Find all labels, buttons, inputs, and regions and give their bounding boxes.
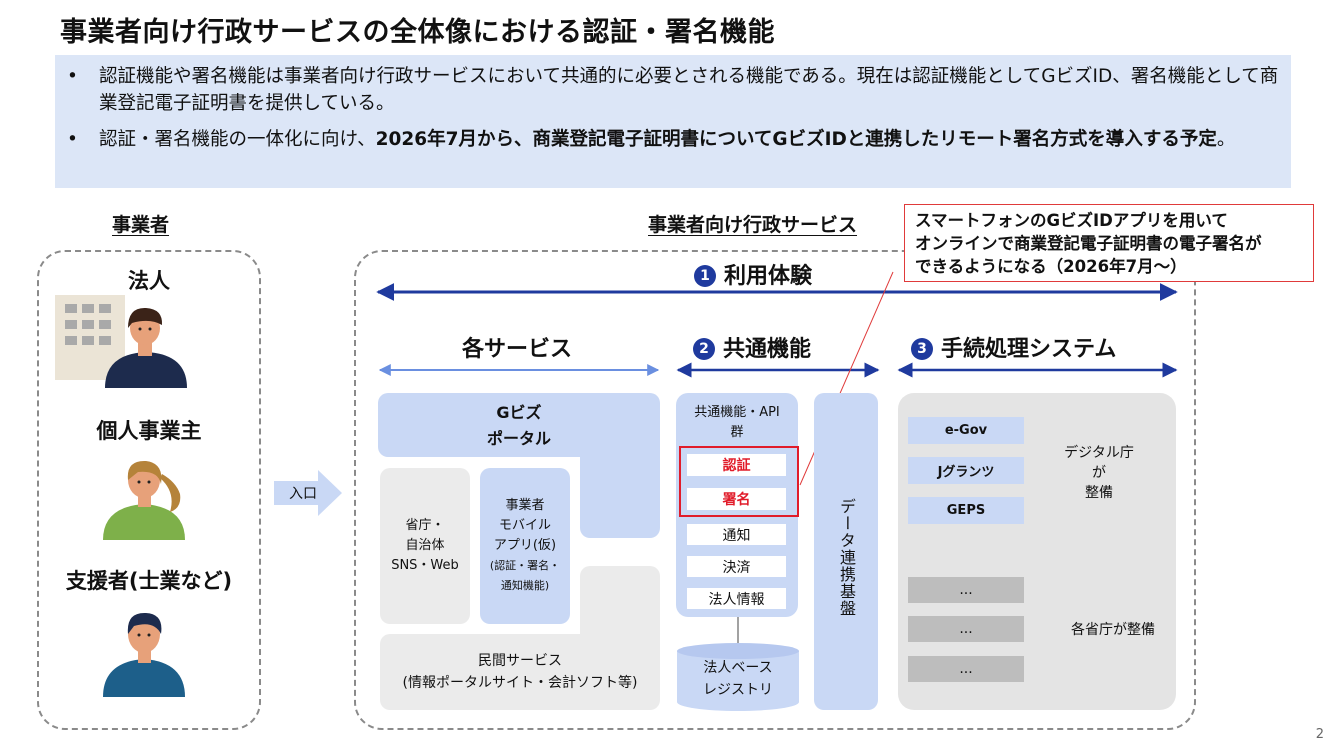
gov-sns-box: 省庁・ 自治体 SNS・Web bbox=[380, 468, 470, 624]
private-services-line-2: (情報ポータルサイト・会計ソフト等) bbox=[402, 675, 638, 691]
registry-label: 法人ベース レジストリ bbox=[676, 656, 800, 702]
private-services-line-1: 民間サービス bbox=[478, 653, 562, 669]
summary-box: • 認証機能や署名機能は事業者向け行政サービスにおいて共通的に必要とされる機能で… bbox=[55, 55, 1291, 188]
bullet-icon: • bbox=[67, 66, 78, 87]
business-header: 事業者 bbox=[112, 214, 170, 236]
services-heading: 各サービス bbox=[462, 337, 573, 362]
business-panel bbox=[37, 250, 261, 730]
system-geps: GEPS bbox=[908, 497, 1024, 524]
mobile-app-line-1: 事業者 bbox=[505, 498, 545, 513]
gov-sns-line-2: 自治体 bbox=[405, 538, 445, 553]
data-platform-label: データ連携基盤 bbox=[837, 498, 856, 617]
page-number: 2 bbox=[1315, 727, 1324, 742]
auth-sign-highlight bbox=[679, 446, 799, 517]
step-2-badge: 2 bbox=[693, 338, 715, 360]
auth-item: 認証 bbox=[687, 454, 786, 476]
procedure-label: 手続処理システム bbox=[941, 337, 1117, 362]
entrance-arrow-icon bbox=[274, 470, 342, 516]
common-heading: 2 共通機能 bbox=[693, 331, 811, 363]
procedure-heading: 3 手続処理システム bbox=[911, 331, 1116, 363]
private-services-box-extension bbox=[580, 566, 660, 646]
mobile-app-line-3: アプリ(仮) bbox=[493, 538, 557, 553]
registry-database-icon bbox=[677, 643, 799, 711]
mobile-app-line-2: モバイル bbox=[498, 518, 551, 533]
bullet-icon: • bbox=[67, 129, 78, 150]
page-title: 事業者向け行政サービスの全体像における認証・署名機能 bbox=[60, 17, 775, 48]
common-api-label: 共通機能・API 群 bbox=[676, 403, 798, 443]
ministries-label: 各省庁が整備 bbox=[1071, 622, 1155, 638]
entrance-label: 入口 bbox=[289, 486, 317, 502]
gbiz-portal-label: Gビズ ポータル bbox=[378, 398, 660, 454]
summary-text-2-post: 。 bbox=[1216, 129, 1236, 150]
step-3-badge: 3 bbox=[911, 338, 933, 360]
registry-line-2: レジストリ bbox=[703, 682, 773, 698]
gov-sns-line-3: SNS・Web bbox=[391, 558, 459, 573]
data-platform-box bbox=[814, 393, 878, 710]
step-1-badge: 1 bbox=[694, 265, 716, 287]
summary-text-2-bold: 2026年7月から、商業登記電子証明書についてGビズIDと連携したリモート署名方… bbox=[375, 129, 1217, 150]
notify-item: 通知 bbox=[687, 524, 786, 545]
remote-signature-callout: スマートフォンのGビズIDアプリを用いて オンラインで商業登記電子証明書の電子署… bbox=[904, 204, 1314, 282]
person-label-sole-proprietor: 個人事業主 bbox=[96, 419, 202, 443]
supporter-illustration-icon bbox=[103, 612, 185, 697]
gov-services-header: 事業者向け行政サービス bbox=[648, 214, 858, 236]
person-label-supporter: 支援者(士業など) bbox=[65, 569, 233, 593]
digital-agency-line-1: デジタル庁が bbox=[1064, 445, 1134, 481]
person-label-corporation: 法人 bbox=[128, 269, 170, 293]
gov-services-panel bbox=[354, 250, 1196, 730]
system-egov: e-Gov bbox=[908, 417, 1024, 444]
digital-agency-label: デジタル庁が 整備 bbox=[1064, 445, 1134, 501]
callout-line-1: スマートフォンのGビズIDアプリを用いて bbox=[915, 211, 1228, 230]
common-label: 共通機能 bbox=[723, 337, 812, 362]
ministry-system-1: ... bbox=[908, 577, 1024, 603]
common-api-line-1: 共通機能・API bbox=[694, 405, 780, 420]
corp-info-item: 法人情報 bbox=[687, 588, 786, 609]
common-api-line-2: 群 bbox=[730, 425, 744, 440]
summary-text-1: 認証機能や署名機能は事業者向け行政サービスにおいて共通的に必要とされる機能である… bbox=[99, 66, 1279, 114]
summary-text-2: 認証・署名機能の一体化に向け、2026年7月から、商業登記電子証明書についてGビ… bbox=[99, 126, 1279, 153]
corporation-illustration-icon bbox=[55, 295, 187, 388]
sole-proprietor-illustration-icon bbox=[103, 460, 185, 540]
mobile-app-line-4: (認証・署名・ bbox=[489, 559, 561, 572]
mobile-app-line-5: 通知機能) bbox=[500, 579, 550, 592]
private-services-box: 民間サービス (情報ポータルサイト・会計ソフト等) bbox=[380, 634, 660, 710]
summary-text-2-pre: 認証・署名機能の一体化に向け、 bbox=[99, 129, 376, 150]
registry-line-1: 法人ベース bbox=[703, 660, 773, 676]
gov-sns-line-1: 省庁・ bbox=[405, 518, 445, 533]
gbiz-portal-box-extension bbox=[580, 440, 660, 538]
system-jgrants: Jグランツ bbox=[908, 457, 1024, 484]
ministry-system-2: ... bbox=[908, 616, 1024, 642]
gbiz-portal-line-1: Gビズ bbox=[496, 403, 542, 422]
callout-line-2: オンラインで商業登記電子証明書の電子署名が bbox=[915, 234, 1262, 253]
digital-agency-line-2: 整備 bbox=[1085, 485, 1113, 501]
callout-line-3: できるようになる（2026年7月～） bbox=[915, 257, 1187, 276]
gbiz-portal-line-2: ポータル bbox=[486, 429, 551, 448]
ministry-system-3: ... bbox=[908, 656, 1024, 682]
payment-item: 決済 bbox=[687, 556, 786, 577]
sign-item: 署名 bbox=[687, 488, 786, 510]
mobile-app-box: 事業者 モバイル アプリ(仮) (認証・署名・ 通知機能) bbox=[480, 468, 570, 624]
